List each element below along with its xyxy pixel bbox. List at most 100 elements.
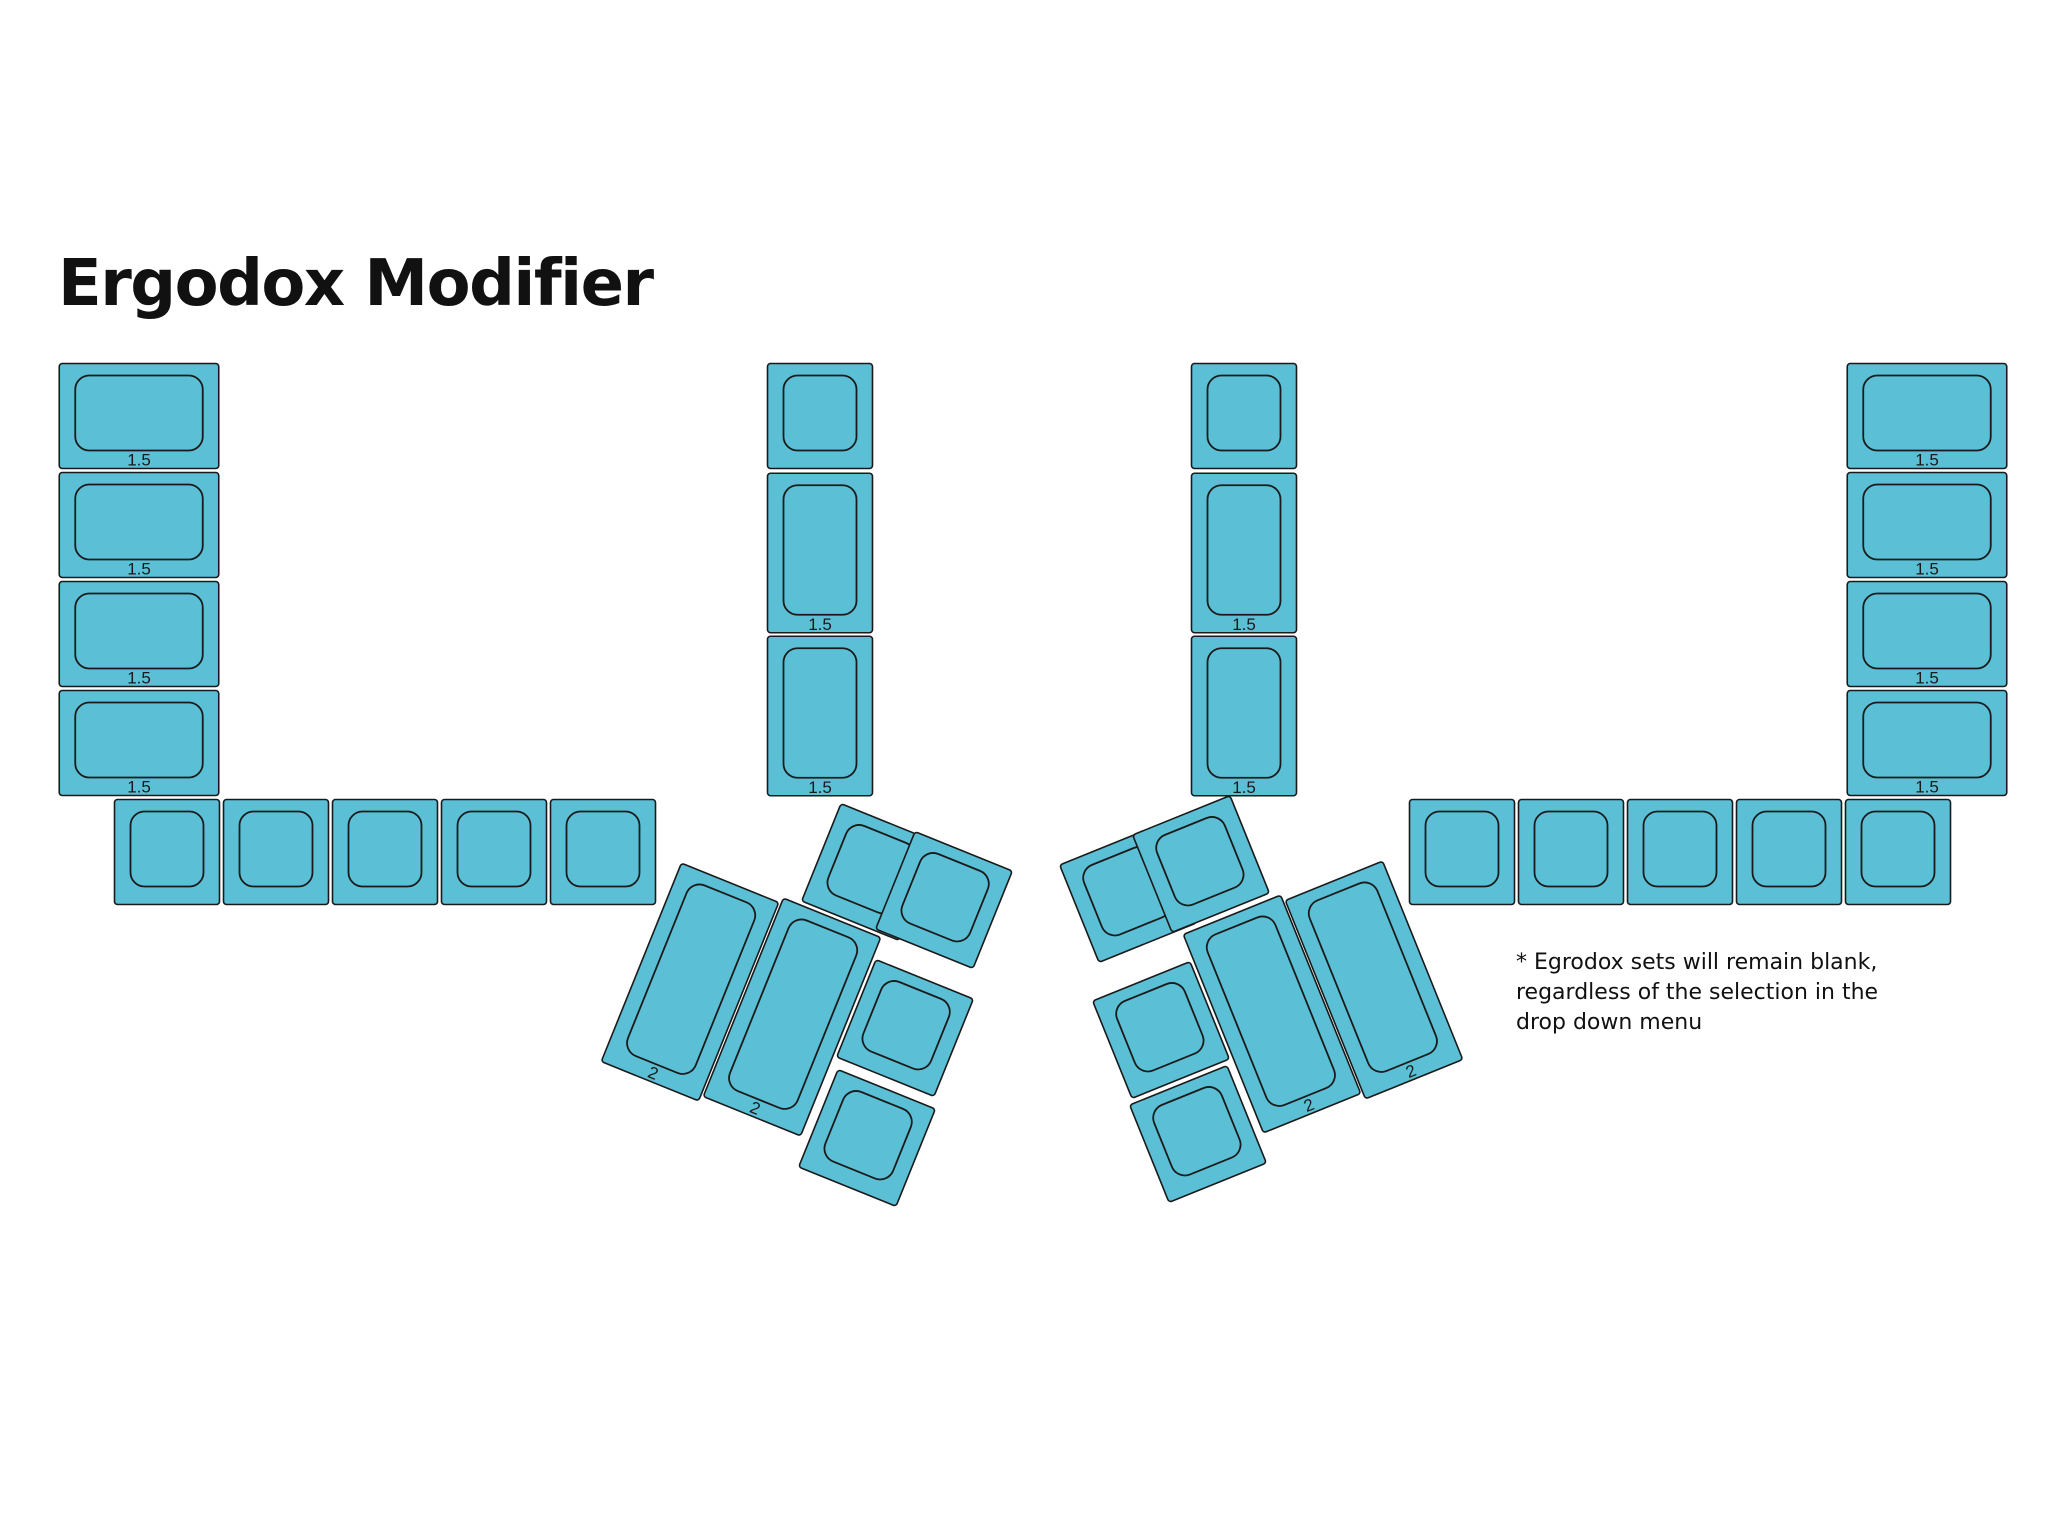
- keycap-left-bottom-row: [549, 798, 657, 906]
- note-line: * Egrodox sets will remain blank,: [1516, 950, 1878, 975]
- keycap-right-outer-column: 1.5: [1846, 689, 2008, 797]
- keycap-top-surface: [1424, 810, 1500, 888]
- keycap-left-inner-column: 1.5: [766, 635, 874, 797]
- keycap-top-surface: [1206, 374, 1282, 452]
- keycap-outline: [1626, 798, 1734, 906]
- keycap-top-surface: [347, 810, 423, 888]
- keycap-outline: [766, 362, 874, 470]
- keycap-outline: [703, 898, 881, 1136]
- keycap-outline: [58, 580, 220, 688]
- keycap-left-bottom-row: [222, 798, 330, 906]
- keycap-size-label: 1.5: [127, 451, 151, 470]
- keycap-size-label: 1.5: [1232, 778, 1256, 797]
- keycap-left-outer-column: 1.5: [58, 689, 220, 797]
- keycap-size-label: 1.5: [808, 778, 832, 797]
- keycap-top-surface: [129, 810, 205, 888]
- keycap-outline: [766, 472, 874, 634]
- keycap-outline: [1408, 798, 1516, 906]
- keycap-outline: [1183, 895, 1361, 1133]
- keycap-left-thumb: 2: [601, 863, 779, 1101]
- keycap-top-surface: [1860, 810, 1936, 888]
- keycap-top-surface: [1206, 484, 1282, 616]
- keycap-size-label: 1.5: [1915, 778, 1939, 797]
- keycap-outline: [222, 798, 330, 906]
- keycap-size-label: 1.5: [127, 669, 151, 688]
- keycap-top-surface: [1115, 982, 1205, 1073]
- keycap-size-label: 1.5: [1915, 451, 1939, 470]
- keycap-right-thumb: [1129, 1065, 1267, 1203]
- keycap-outline: [1285, 861, 1463, 1099]
- keycap-left-outer-column: 1.5: [58, 362, 220, 470]
- keycap-top-surface: [782, 484, 858, 616]
- keycap-outline: [1092, 961, 1230, 1099]
- keycap-top-surface: [782, 374, 858, 452]
- keycap-left-thumb: [836, 959, 974, 1097]
- keycap-outline: [875, 831, 1013, 969]
- keycap-size-label: 1.5: [808, 615, 832, 634]
- keycap-outline: [1735, 798, 1843, 906]
- keycap-size-label: 1.5: [127, 560, 151, 579]
- keycap-right-thumb: 2: [1285, 861, 1463, 1099]
- keycap-right-inner-column: [1190, 362, 1298, 470]
- keycap-top-surface: [1862, 592, 1992, 670]
- keycap-outline: [549, 798, 657, 906]
- keycap-top-surface: [861, 980, 951, 1071]
- keycap-outline: [440, 798, 548, 906]
- keycap-top-surface: [456, 810, 532, 888]
- keycap-outline: [331, 798, 439, 906]
- keycap-top-surface: [782, 647, 858, 779]
- note-line: drop down menu: [1516, 1010, 1703, 1035]
- keycap-right-bottom-row: [1844, 798, 1952, 906]
- keycap-outline: [1132, 795, 1270, 933]
- keycap-outline: [58, 362, 220, 470]
- keycap-right-bottom-row: [1735, 798, 1843, 906]
- keycap-right-inner-column: 1.5: [1190, 635, 1298, 797]
- keycap-right-bottom-row: [1517, 798, 1625, 906]
- keycap-outline: [113, 798, 221, 906]
- keycap-top-surface: [74, 701, 204, 779]
- diagram-title: Ergodox Modifier: [58, 247, 654, 321]
- keycap-top-surface: [1206, 647, 1282, 779]
- keycap-top-surface: [1152, 1086, 1242, 1177]
- keycap-size-label: 1.5: [1232, 615, 1256, 634]
- keycap-top-surface: [900, 852, 990, 943]
- keycap-top-surface: [1751, 810, 1827, 888]
- keycap-left-bottom-row: [331, 798, 439, 906]
- keycap-outline: [1846, 362, 2008, 470]
- keycap-outline: [766, 635, 874, 797]
- keycap-left-thumb: 2: [703, 898, 881, 1136]
- keycap-right-inner-column: 1.5: [1190, 472, 1298, 634]
- keycap-right-outer-column: 1.5: [1846, 580, 2008, 688]
- keycap-top-surface: [1862, 701, 1992, 779]
- keycap-size-label: 1.5: [127, 778, 151, 797]
- keycap-left-inner-column: 1.5: [766, 472, 874, 634]
- keycap-outline: [1846, 580, 2008, 688]
- keycap-top-surface: [1862, 483, 1992, 561]
- keycap-top-surface: [74, 592, 204, 670]
- keycap-top-surface: [1862, 374, 1992, 452]
- keycap-outline: [1190, 362, 1298, 470]
- keycap-top-surface: [626, 883, 757, 1075]
- keycap-size-label: 1.5: [1915, 669, 1939, 688]
- keycap-outline: [601, 863, 779, 1101]
- keycap-top-surface: [565, 810, 641, 888]
- keycap-right-bottom-row: [1408, 798, 1516, 906]
- keycap-outline: [1844, 798, 1952, 906]
- keycap-outline: [1846, 689, 2008, 797]
- keycap-outline: [58, 689, 220, 797]
- keycap-size-label: 1.5: [1915, 560, 1939, 579]
- keycap-top-surface: [1307, 881, 1438, 1073]
- keycap-outline: [1190, 635, 1298, 797]
- keycap-right-thumb: [1092, 961, 1230, 1099]
- keycap-top-surface: [1533, 810, 1609, 888]
- keycap-top-surface: [823, 1090, 913, 1181]
- keycap-outline: [1517, 798, 1625, 906]
- note-line: regardless of the selection in the: [1516, 980, 1879, 1005]
- keycap-top-surface: [1642, 810, 1718, 888]
- keycap-top-surface: [1205, 915, 1336, 1107]
- keycap-outline: [58, 471, 220, 579]
- keycap-left-outer-column: 1.5: [58, 471, 220, 579]
- keycap-left-outer-column: 1.5: [58, 580, 220, 688]
- keycap-right-outer-column: 1.5: [1846, 471, 2008, 579]
